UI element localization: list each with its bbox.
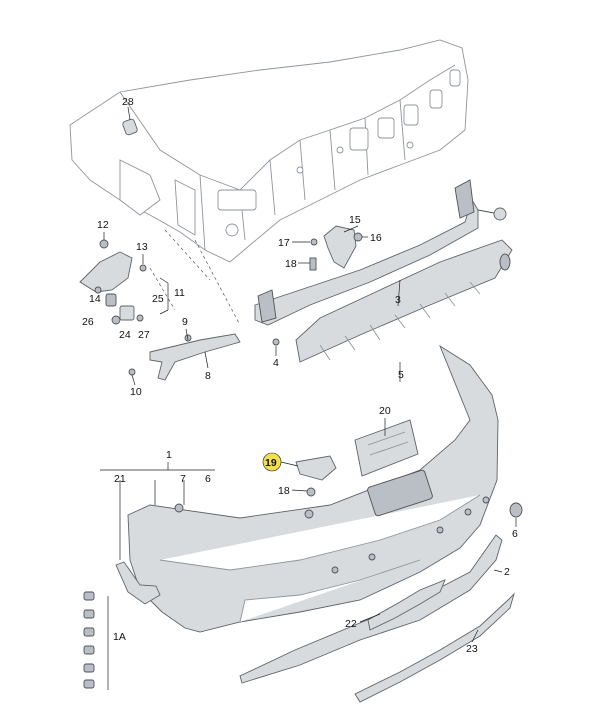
left-bracket-assembly	[79, 229, 241, 326]
part-23-lower-spoiler	[354, 592, 515, 703]
callout-15: 15	[349, 214, 361, 226]
callout-11: 11	[174, 287, 185, 299]
part-8-side-bracket	[128, 333, 241, 381]
callout-13: 13	[136, 241, 148, 253]
callout-22: 22	[345, 618, 357, 630]
callout-18: 18	[285, 258, 297, 270]
callout-3: 3	[395, 294, 401, 306]
callout-17: 17	[278, 237, 290, 249]
part-19-bracket	[295, 455, 337, 497]
callout-9: 9	[182, 316, 188, 328]
part-20-plate-bracket	[354, 419, 419, 477]
part-5-energy-absorber	[295, 239, 513, 363]
part-2-lower-trim	[239, 534, 503, 684]
callout-25: 25	[152, 293, 164, 305]
callout-18: 18	[278, 485, 290, 497]
callout-1a: 1A	[113, 631, 126, 643]
callout-21: 21	[114, 473, 126, 485]
part-3-impact-bar	[254, 179, 507, 346]
callout-23: 23	[466, 643, 478, 655]
part-6-plug	[509, 502, 523, 518]
callout-14: 14	[89, 293, 101, 305]
callout-5: 5	[398, 369, 404, 381]
callout-10: 10	[130, 386, 142, 398]
callout-16: 16	[370, 232, 382, 244]
callout-12: 12	[97, 219, 109, 231]
callout-28: 28	[122, 96, 134, 108]
callout-6: 6	[205, 473, 211, 485]
part-22-insert	[367, 579, 446, 631]
callout-27: 27	[138, 329, 150, 341]
callout-4: 4	[273, 357, 279, 369]
callout-2: 2	[504, 566, 510, 578]
part-28-plug	[122, 106, 138, 136]
callout-1: 1	[166, 449, 172, 461]
callout-24: 24	[119, 329, 131, 341]
part-15-mount	[309, 225, 363, 271]
screw-set-1a	[83, 591, 109, 690]
callout-20: 20	[379, 405, 391, 417]
part-1-bumper-cover	[127, 344, 499, 633]
callout-6: 6	[512, 528, 518, 540]
rear-body-structure	[69, 39, 469, 263]
callout-8: 8	[205, 370, 211, 382]
callout-26: 26	[82, 316, 94, 328]
callout-19: 19	[265, 457, 277, 469]
callout-7: 7	[180, 473, 186, 485]
part-21-side-trim	[115, 561, 161, 605]
